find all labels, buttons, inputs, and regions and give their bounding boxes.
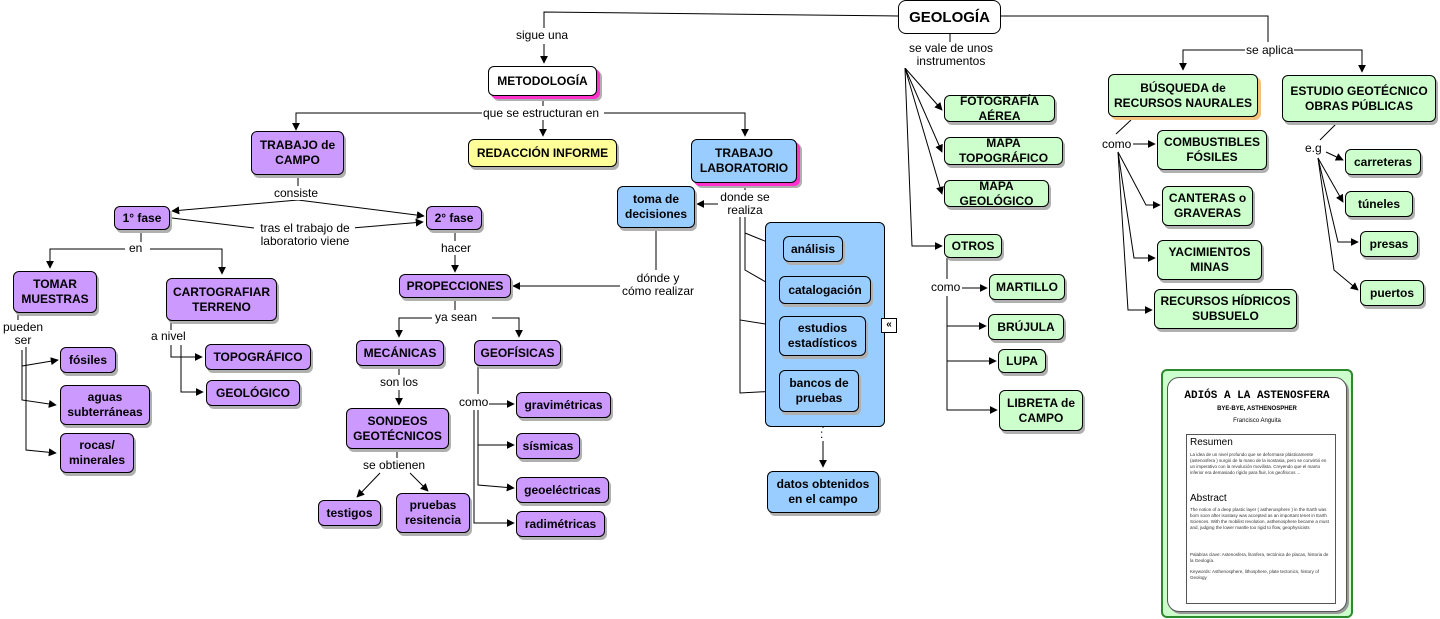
node-pruebas-resitencia[interactable]: pruebas resitencia <box>396 493 470 533</box>
label-donde-como: dónde y cómo realizar <box>620 271 696 298</box>
label-tras-trabajo: tras el trabajo de laboratorio viene <box>255 222 355 248</box>
node-gravimetricas[interactable]: gravimétricas <box>516 392 611 418</box>
document-resumen-text: La idea de un nivel profundo que se defo… <box>1190 452 1327 475</box>
node-metodologia[interactable]: METODOLOGÍA <box>488 66 597 96</box>
label-son-los: son los <box>379 375 420 389</box>
label-ya-sean: ya sean <box>434 310 479 324</box>
label-dot: : <box>819 427 825 441</box>
node-brujula[interactable]: BRÚJULA <box>988 314 1064 340</box>
label-hacer: hacer <box>440 241 473 255</box>
node-recursos-hidricos[interactable]: RECURSOS HÍDRICOS SUBSUELO <box>1154 289 1297 329</box>
node-otros[interactable]: OTROS <box>944 234 1002 258</box>
node-bancos-pruebas[interactable]: bancos de pruebas <box>779 370 859 412</box>
node-tomar-muestras[interactable]: TOMAR MUESTRAS <box>13 271 97 313</box>
node-mapa-topografico[interactable]: MAPA TOPOGRÁFICO <box>944 136 1063 165</box>
node-geoelectricas[interactable]: geoeléctricas <box>516 477 609 503</box>
node-fotografia-aerea[interactable]: FOTOGRAFÍA AÉREA <box>944 94 1055 123</box>
document-subtitle: BYE-BYE, ASTHENOSPHER <box>1217 406 1297 412</box>
node-datos-obtenidos[interactable]: datos obtenidos en el campo <box>767 471 879 513</box>
node-presas[interactable]: presas <box>1360 231 1418 257</box>
document-title: ADIÓS A LA ASTENOSFERA <box>1184 390 1330 402</box>
node-combustibles-fosiles[interactable]: COMBUSTIBLES FÓSILES <box>1157 130 1267 170</box>
node-lupa[interactable]: LUPA <box>998 349 1046 373</box>
node-sondeos-geotecnicos[interactable]: SONDEOS GEOTÉCNICOS <box>346 408 449 449</box>
label-se-estructuran: que se estructuran en <box>482 106 601 120</box>
document-palabras-clave: Palabras clave: Astenosfera, litosfera, … <box>1190 552 1329 563</box>
node-rocas-minerales[interactable]: rocas/ minerales <box>60 433 134 473</box>
document-keywords: Keywords: Asthenosphere, lithosphere, pl… <box>1190 569 1319 580</box>
label-sigue-una: sigue una <box>515 28 570 42</box>
node-libreta-campo[interactable]: LIBRETA de CAMPO <box>999 390 1083 431</box>
node-proyecciones[interactable]: PROPECCIONES <box>399 274 511 298</box>
node-geologia[interactable]: GEOLOGÍA <box>898 0 1001 34</box>
node-tuneles[interactable]: túneles <box>1345 191 1413 217</box>
collapse-icon[interactable]: « <box>881 318 897 333</box>
document-resumen-heading: Resumen <box>1190 437 1233 448</box>
node-busqueda-recursos[interactable]: BÚSQUEDA de RECURSOS NAURALES <box>1108 74 1258 117</box>
label-en: en <box>128 241 144 255</box>
node-sismicas[interactable]: sísmicas <box>516 433 580 459</box>
node-trabajo-campo[interactable]: TRABAJO de CAMPO <box>251 131 344 175</box>
node-puertos[interactable]: puertos <box>1360 280 1424 306</box>
label-eg: e.g <box>1304 141 1323 155</box>
label-donde-realiza: donde se realiza <box>718 191 772 217</box>
node-carreteras[interactable]: carreteras <box>1345 149 1421 175</box>
node-martillo[interactable]: MARTILLO <box>989 274 1065 300</box>
document-abstract-text: The notion of a deep plastic layer ( ast… <box>1190 507 1329 530</box>
label-como-busqueda: como <box>1101 137 1133 151</box>
node-analisis[interactable]: análisis <box>783 236 843 262</box>
label-consiste: consiste <box>273 186 320 200</box>
node-cartografiar-terreno[interactable]: CARTOGRAFIAR TERRENO <box>166 278 277 321</box>
node-toma-decisiones[interactable]: toma de decisiones <box>617 186 695 228</box>
label-se-vale: se vale de unos instrumentos <box>905 42 997 68</box>
node-radimetricas[interactable]: radimétricas <box>516 511 605 537</box>
node-geofisicas[interactable]: GEOFÍSICAS <box>474 340 561 366</box>
label-se-obtienen: se obtienen <box>362 458 427 472</box>
document-abstract-heading: Abstract <box>1190 493 1227 504</box>
node-mecanicas[interactable]: MECÁNICAS <box>356 340 444 366</box>
node-2-fase[interactable]: 2° fase <box>426 206 482 230</box>
node-aguas-subterraneas[interactable]: aguas subterráneas <box>60 385 150 425</box>
node-estudio-geotecnico[interactable]: ESTUDIO GEOTÉCNICO OBRAS PÚBLICAS <box>1282 75 1436 122</box>
node-yacimientos-minas[interactable]: YACIMIENTOS MINAS <box>1157 240 1262 280</box>
node-mapa-geologico[interactable]: MAPA GEOLÓGICO <box>944 179 1049 208</box>
label-a-nivel: a nivel <box>150 329 187 343</box>
document-author: Francisco Anguita <box>1233 418 1281 424</box>
node-1-fase[interactable]: 1° fase <box>114 206 170 230</box>
node-trabajo-laboratorio[interactable]: TRABAJO LABORATORIO <box>691 139 797 183</box>
node-geologico[interactable]: GEOLÓGICO <box>206 380 300 406</box>
label-como-otros: como <box>930 280 962 294</box>
document-abstract-box <box>1186 434 1336 604</box>
document-page <box>1167 377 1347 612</box>
label-pueden-ser: pueden ser <box>2 320 44 347</box>
node-topografico[interactable]: TOPOGRÁFICO <box>205 344 311 370</box>
node-catalogacion[interactable]: catalogación <box>779 276 871 304</box>
node-canteras-graveras[interactable]: CANTERAS o GRAVERAS <box>1162 186 1253 226</box>
label-se-aplica: se aplica <box>1245 43 1295 57</box>
node-fosiles[interactable]: fósiles <box>60 347 116 373</box>
label-como-geofisicas: como <box>458 395 490 409</box>
node-testigos[interactable]: testigos <box>318 500 381 526</box>
node-redaccion-informe[interactable]: REDACCIÓN INFORME <box>468 139 617 167</box>
node-estudios-estadisticos[interactable]: estudios estadísticos <box>779 316 866 356</box>
